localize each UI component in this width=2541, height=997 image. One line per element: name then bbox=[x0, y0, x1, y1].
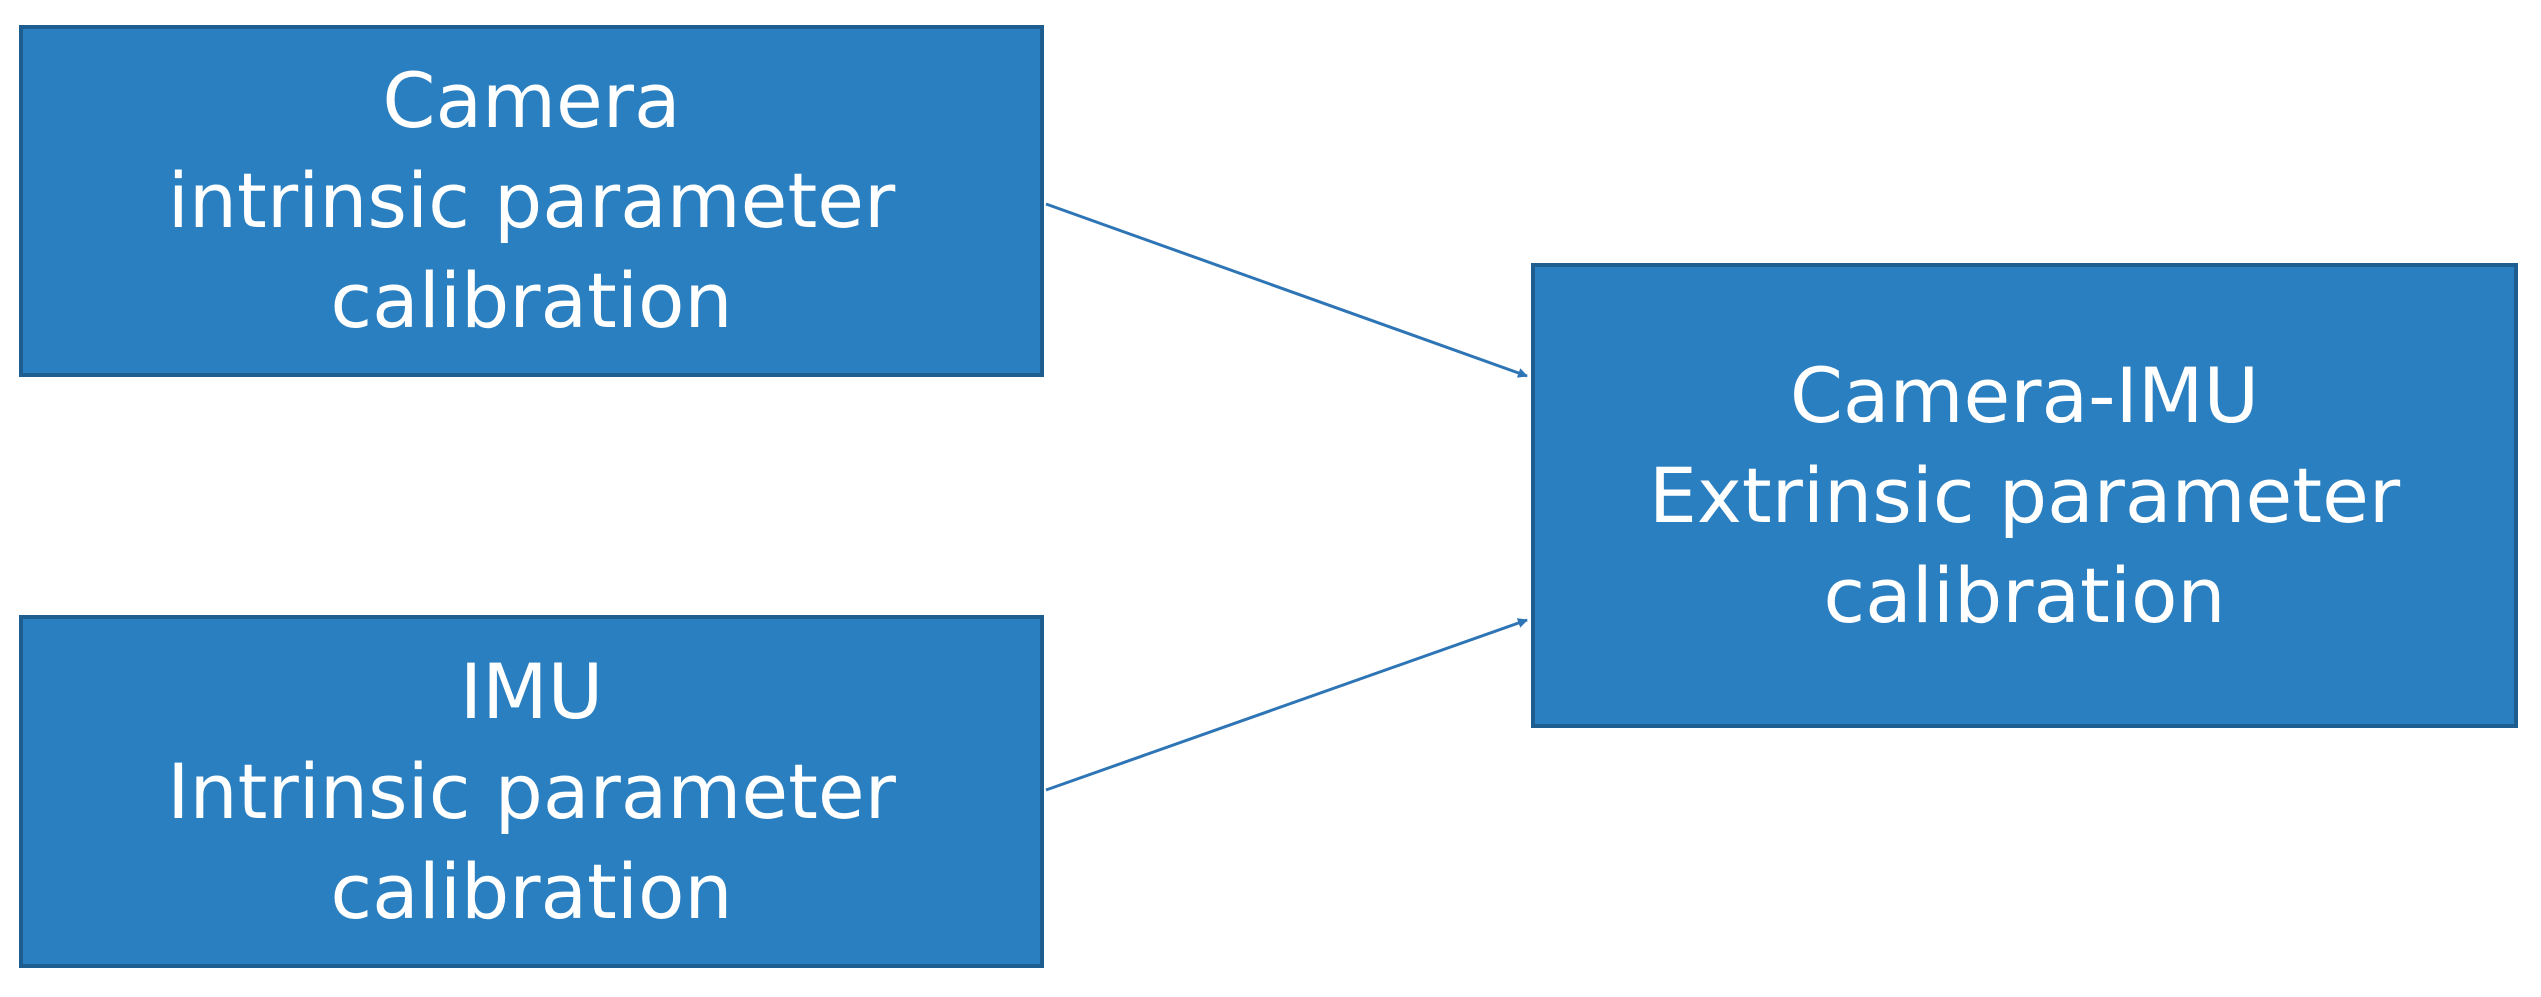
node-label-line: Camera-IMU bbox=[1789, 350, 2260, 440]
node-camera-intrinsic-calibration: Camera intrinsic parameter calibration bbox=[19, 25, 1044, 377]
node-label-line: IMU bbox=[459, 646, 604, 736]
node-imu-intrinsic-calibration: IMU Intrinsic parameter calibration bbox=[19, 615, 1044, 968]
node-label-line: calibration bbox=[330, 256, 733, 345]
node-camera-imu-extrinsic-calibration: Camera-IMU Extrinsic parameter calibrati… bbox=[1531, 263, 2518, 728]
node-label-line: Camera bbox=[382, 56, 681, 145]
node-label-line: calibration bbox=[330, 846, 733, 936]
node-label-line: calibration bbox=[1823, 550, 2226, 640]
edge-camera-to-extrinsic bbox=[1045, 202, 1528, 378]
node-label-line: intrinsic parameter bbox=[167, 156, 896, 245]
node-label-line: Intrinsic parameter bbox=[167, 746, 896, 836]
edge-imu-to-extrinsic bbox=[1045, 618, 1528, 792]
node-label-line: Extrinsic parameter bbox=[1648, 450, 2401, 540]
